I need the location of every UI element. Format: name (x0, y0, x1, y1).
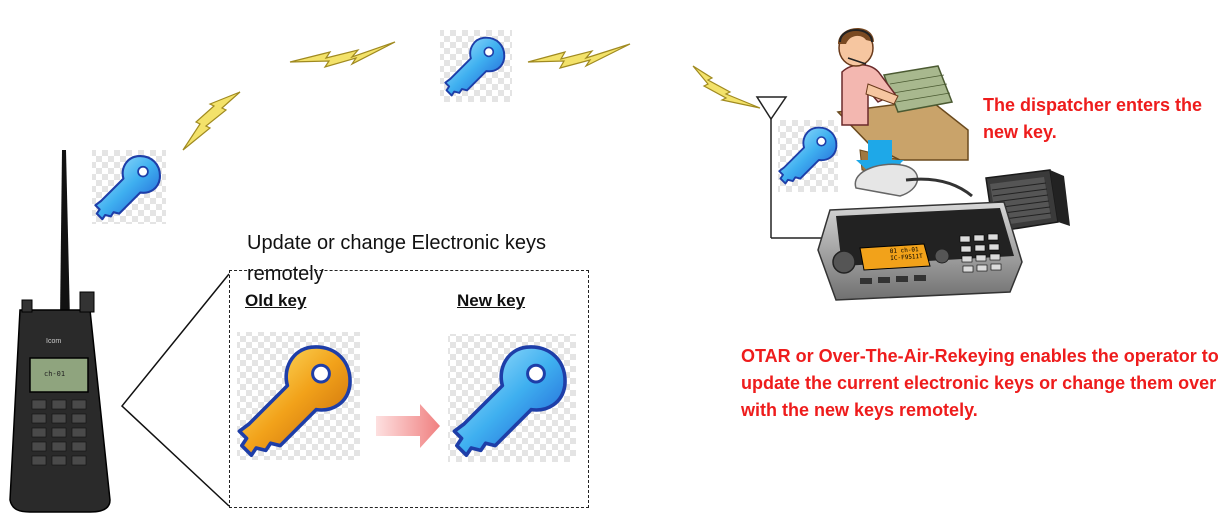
new-key-label: New key (457, 291, 526, 310)
speaker-icon (985, 169, 1070, 233)
arrow-icon (376, 404, 440, 448)
old-key-label: Old key (245, 291, 307, 310)
arrow-icon (856, 140, 904, 182)
callout-lines (120, 273, 230, 507)
mobile-radio-icon (817, 163, 1023, 301)
diagram-heading: Update or change Electronic keys remotel… (247, 232, 547, 285)
otar-note: OTAR or Over-The-Air-Rekeying enables th… (741, 346, 1219, 420)
lightning-icon (182, 91, 241, 151)
lightning-icon (527, 43, 631, 69)
dispatcher-icon (836, 27, 969, 179)
dispatcher-note: The dispatcher enters the new key. (983, 95, 1203, 142)
handheld-brand: Icom (46, 338, 62, 345)
handheld-radio-icon (9, 150, 111, 513)
handheld-display: ch-01 (44, 370, 66, 378)
lightning-icon (692, 65, 761, 109)
key-comparison-box (229, 270, 589, 508)
lightning-icon (289, 41, 396, 69)
